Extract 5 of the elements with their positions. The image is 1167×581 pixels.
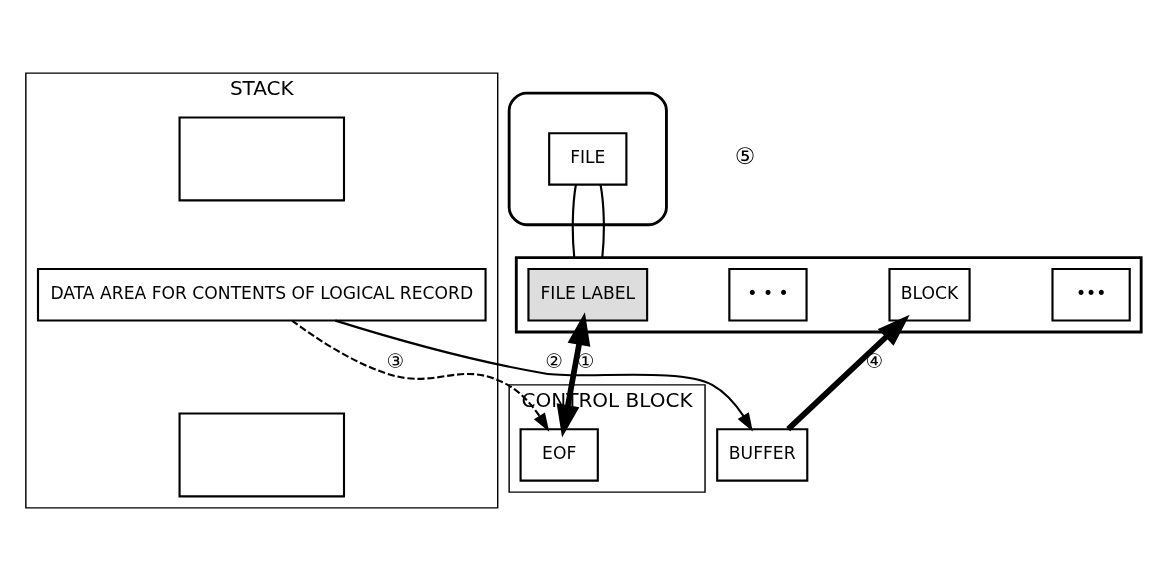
edge-label: ① (576, 349, 595, 373)
edge-label: ④ (865, 349, 884, 373)
edge-label: ③ (386, 349, 405, 373)
edge-label: ② (545, 349, 564, 373)
label: ⑤ (734, 143, 756, 170)
